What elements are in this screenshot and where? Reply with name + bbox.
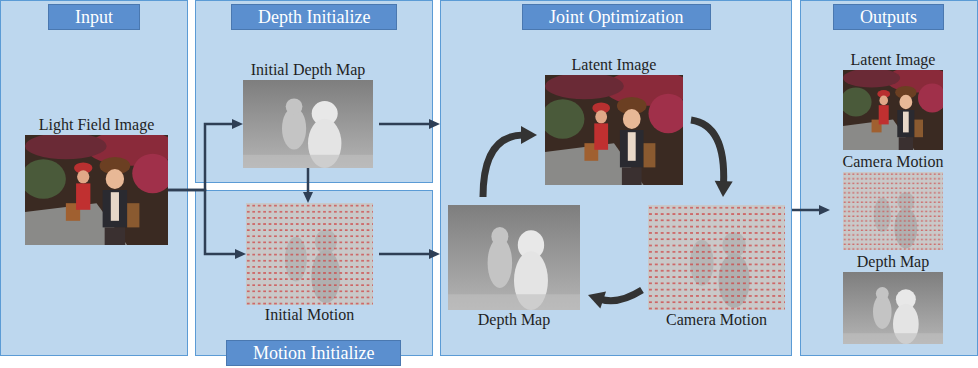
- motion-image: [843, 172, 943, 250]
- depth-image: [448, 205, 580, 310]
- arrow-head: [232, 119, 243, 129]
- flow-arrow: [168, 124, 234, 190]
- flow-arrow: [379, 253, 431, 256]
- image-caption: Initial Depth Map: [251, 60, 366, 80]
- image-item: Light Field Image: [25, 115, 168, 245]
- image-caption: Camera Motion: [843, 152, 944, 172]
- cycle-arrow: [483, 135, 524, 197]
- stage-title-tab: Joint Optimization: [522, 4, 711, 30]
- stage-panel: Joint OptimizationLatent ImageCamera Mot…: [440, 0, 792, 356]
- depth-image: [243, 80, 373, 168]
- depth-image: [843, 272, 943, 344]
- arrow-head: [588, 292, 606, 309]
- arrow-head: [715, 181, 733, 197]
- image-item: Initial Depth Map: [243, 60, 373, 168]
- image-item: Depth Map: [448, 205, 580, 330]
- photo-image: [843, 70, 943, 150]
- image-caption: Latent Image: [851, 50, 936, 70]
- image-caption: Latent Image: [572, 55, 657, 75]
- image-item: Depth Map: [843, 252, 943, 344]
- motion-image: [246, 203, 373, 305]
- cycle-arrow: [691, 120, 724, 184]
- flow-arrow: [792, 209, 821, 212]
- flow-arrow: [307, 168, 310, 194]
- stage-panel: InputLight Field Image: [0, 0, 188, 356]
- image-caption: Camera Motion: [666, 310, 767, 330]
- stage-title-tab: Motion Initialize: [226, 340, 401, 366]
- image-item: Initial Motion: [246, 203, 373, 325]
- arrow-head: [521, 126, 537, 144]
- arrow-head: [429, 249, 440, 259]
- photo-image: [25, 135, 168, 245]
- stage-panel: OutputsLatent ImageCamera MotionDepth Ma…: [800, 0, 978, 356]
- stage-panel: Motion InitializeInitial Motion: [195, 190, 433, 356]
- arrow-head: [303, 192, 313, 203]
- arrow-head: [235, 249, 246, 259]
- image-item: Camera Motion: [841, 152, 946, 250]
- motion-image: [648, 205, 785, 310]
- stage-title-tab: Depth Initialize: [231, 4, 397, 30]
- image-caption: Initial Motion: [265, 305, 354, 325]
- stage-title-tab: Outputs: [833, 4, 944, 30]
- flow-arrow: [379, 123, 431, 126]
- arrow-head: [819, 205, 830, 215]
- image-item: Latent Image: [843, 50, 943, 150]
- stage-title-tab: Input: [48, 4, 140, 30]
- flow-arrow: [168, 190, 237, 254]
- stage-panel: Depth InitializeInitial Depth Map: [195, 0, 433, 183]
- image-item: Latent Image: [545, 55, 683, 185]
- image-caption: Light Field Image: [39, 115, 155, 135]
- image-item: Camera Motion: [648, 205, 785, 330]
- image-caption: Depth Map: [478, 310, 550, 330]
- photo-image: [545, 75, 683, 185]
- image-caption: Depth Map: [857, 252, 929, 272]
- cycle-arrow: [600, 290, 642, 301]
- arrow-head: [429, 119, 440, 129]
